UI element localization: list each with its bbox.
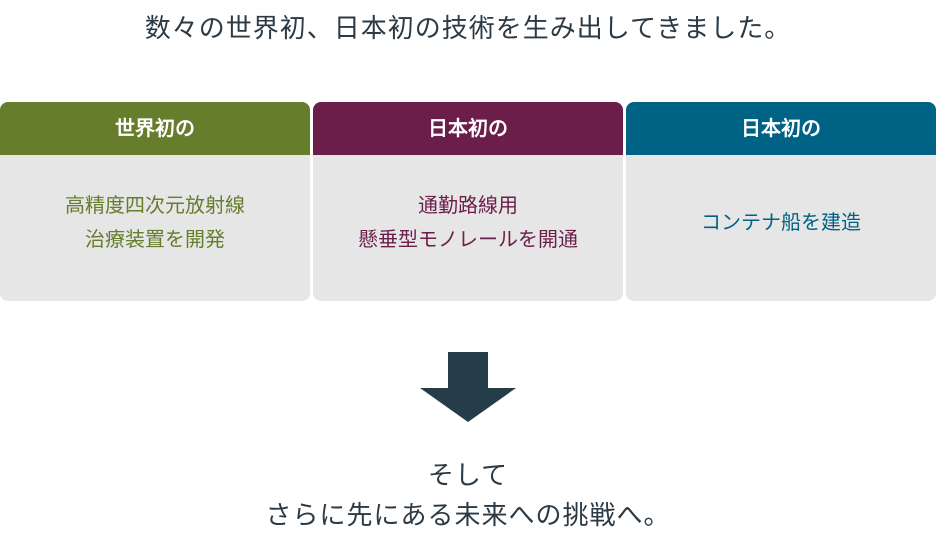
card-body: コンテナ船を建造 xyxy=(626,155,936,301)
card-text: 懸垂型モノレールを開通 xyxy=(358,227,578,251)
card-body: 高精度四次元放射線治療装置を開発 xyxy=(0,155,310,301)
card-world-first: 世界初の 高精度四次元放射線治療装置を開発 xyxy=(0,102,310,301)
card-header: 日本初の xyxy=(313,102,623,155)
closing-line-2: さらに先にある未来への挑戦へ。 xyxy=(265,501,671,531)
card-header: 世界初の xyxy=(0,102,310,155)
card-text: 高精度四次元放射線 xyxy=(65,193,245,217)
closing-message: そして さらに先にある未来への挑戦へ。 xyxy=(0,456,936,536)
card-text: コンテナ船を建造 xyxy=(701,210,861,234)
card-body: 通勤路線用懸垂型モノレールを開通 xyxy=(313,155,623,301)
card-japan-first-container-ship: 日本初の コンテナ船を建造 xyxy=(626,102,936,301)
card-header: 日本初の xyxy=(626,102,936,155)
down-arrow-icon xyxy=(420,352,516,422)
card-text: 治療装置を開発 xyxy=(85,227,225,251)
closing-line-1: そして xyxy=(427,461,509,491)
card-japan-first-monorail: 日本初の 通勤路線用懸垂型モノレールを開通 xyxy=(313,102,623,301)
page-title: 数々の世界初、日本初の技術を生み出してきました。 xyxy=(144,14,792,44)
card-text: 通勤路線用 xyxy=(418,193,518,217)
